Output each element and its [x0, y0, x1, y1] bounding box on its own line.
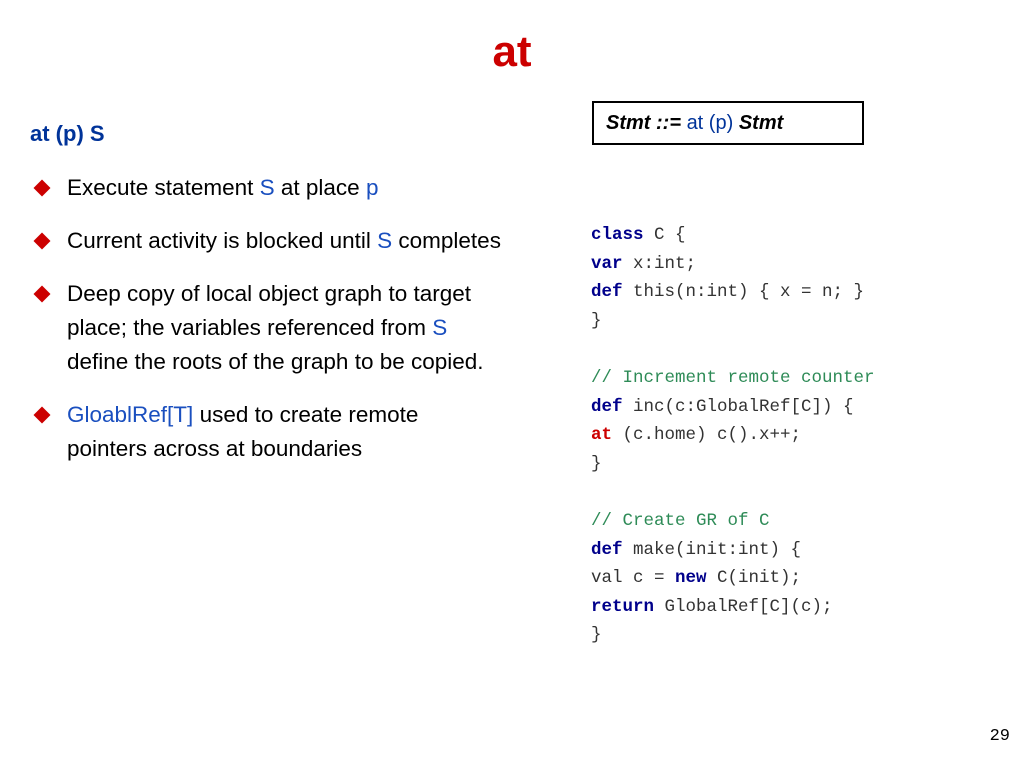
bullet-highlight: S [377, 228, 393, 253]
bullet-item: Deep copy of local object graph to targe… [33, 277, 503, 379]
code-token: C { [643, 225, 686, 245]
code-token: (c.home) c().x++; [612, 425, 802, 446]
code-line: } [591, 621, 875, 650]
code-token: } [591, 625, 602, 646]
code-token: // Increment remote counter [591, 367, 875, 388]
code-line: class C { [591, 221, 875, 250]
code-token: } [591, 453, 602, 474]
bullet-item: Execute statement S at place p [33, 171, 503, 205]
code-line: } [591, 307, 875, 336]
diamond-bullet-icon [33, 285, 51, 303]
code-line: return GlobalRef[C](c); [591, 593, 875, 622]
code-line: var x:int; [591, 250, 875, 279]
code-token: def [591, 539, 623, 560]
code-line: def make(init:int) { [591, 536, 875, 565]
bullet-item: GloablRef[T] used to create remote point… [33, 398, 503, 466]
code-token: C(init); [706, 568, 802, 589]
code-token: var [591, 253, 623, 274]
code-line [591, 478, 875, 507]
code-token: def [591, 396, 623, 417]
code-token: make(init:int) { [622, 539, 802, 560]
code-token: this(n:int) { x = n; } [622, 282, 865, 303]
diamond-bullet-icon [33, 179, 51, 197]
code-token: class [591, 225, 644, 245]
grammar-lhs: Stmt ::= [606, 112, 681, 134]
slide-title: at [492, 27, 532, 76]
code-token: return [591, 596, 655, 617]
bullet-text: Current activity is blocked until [67, 228, 378, 253]
grammar-box: Stmt ::= at (p) Stmt [592, 101, 864, 145]
code-token: at [591, 425, 613, 446]
code-line: def inc(c:GlobalRef[C]) { [591, 393, 875, 422]
code-line: // Increment remote counter [591, 364, 875, 393]
code-token: GlobalRef[C](c); [654, 596, 833, 617]
code-token: val c = [591, 568, 676, 589]
bullet-highlight: S [259, 175, 275, 200]
code-line: def this(n:int) { x = n; } [591, 278, 875, 307]
bullet-highlight: S [432, 315, 448, 340]
diamond-bullet-icon [33, 232, 51, 250]
code-token: // Create GR of C [591, 510, 770, 531]
code-token: def [591, 282, 623, 303]
bullet-highlight: p [365, 175, 379, 200]
grammar-keyword: at (p) [686, 112, 734, 134]
diamond-bullet-icon [33, 406, 51, 424]
code-line [591, 335, 875, 364]
code-line: at (c.home) c().x++; [591, 421, 875, 450]
code-token: } [591, 310, 602, 331]
bullet-text: at place [274, 175, 366, 200]
bullet-text: Deep copy of local object graph to targe… [67, 281, 472, 340]
code-line: val c = new C(init); [591, 564, 875, 593]
page-number: 29 [989, 727, 1010, 746]
bullet-highlight: GloablRef[T] [67, 402, 194, 427]
code-line: } [591, 450, 875, 479]
bullet-text: define the roots of the graph to be copi… [67, 349, 484, 374]
bullet-text: completes [392, 228, 501, 253]
bullet-item: Current activity is blocked until S comp… [33, 224, 503, 258]
code-token: inc(c:GlobalRef[C]) { [622, 396, 854, 417]
bullet-list: Execute statement S at place p Current a… [33, 171, 503, 485]
code-token: x:int; [622, 253, 697, 274]
code-token: new [675, 568, 707, 589]
code-line: // Create GR of C [591, 507, 875, 536]
construct-heading: at (p) S [30, 121, 105, 146]
code-block: class C {var x:int;def this(n:int) { x =… [591, 221, 875, 650]
bullet-text: used to create remote pointers across at… [67, 402, 419, 461]
bullet-text: Execute statement [67, 175, 260, 200]
grammar-rhs: Stmt [738, 112, 784, 134]
